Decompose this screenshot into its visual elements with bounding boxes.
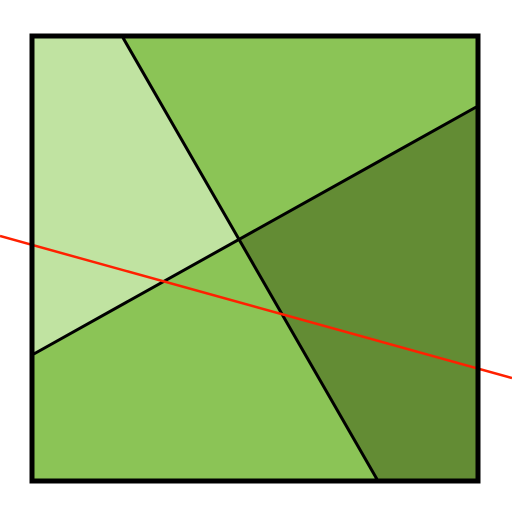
region-bottom-left (32, 240, 378, 481)
square-border (29, 33, 481, 484)
region-top-left (32, 36, 240, 355)
region-right (240, 106, 478, 481)
red-secant-line (0, 234, 512, 380)
dividing-line-steep (120, 35, 380, 482)
dividing-line-shallow (31, 104, 479, 357)
